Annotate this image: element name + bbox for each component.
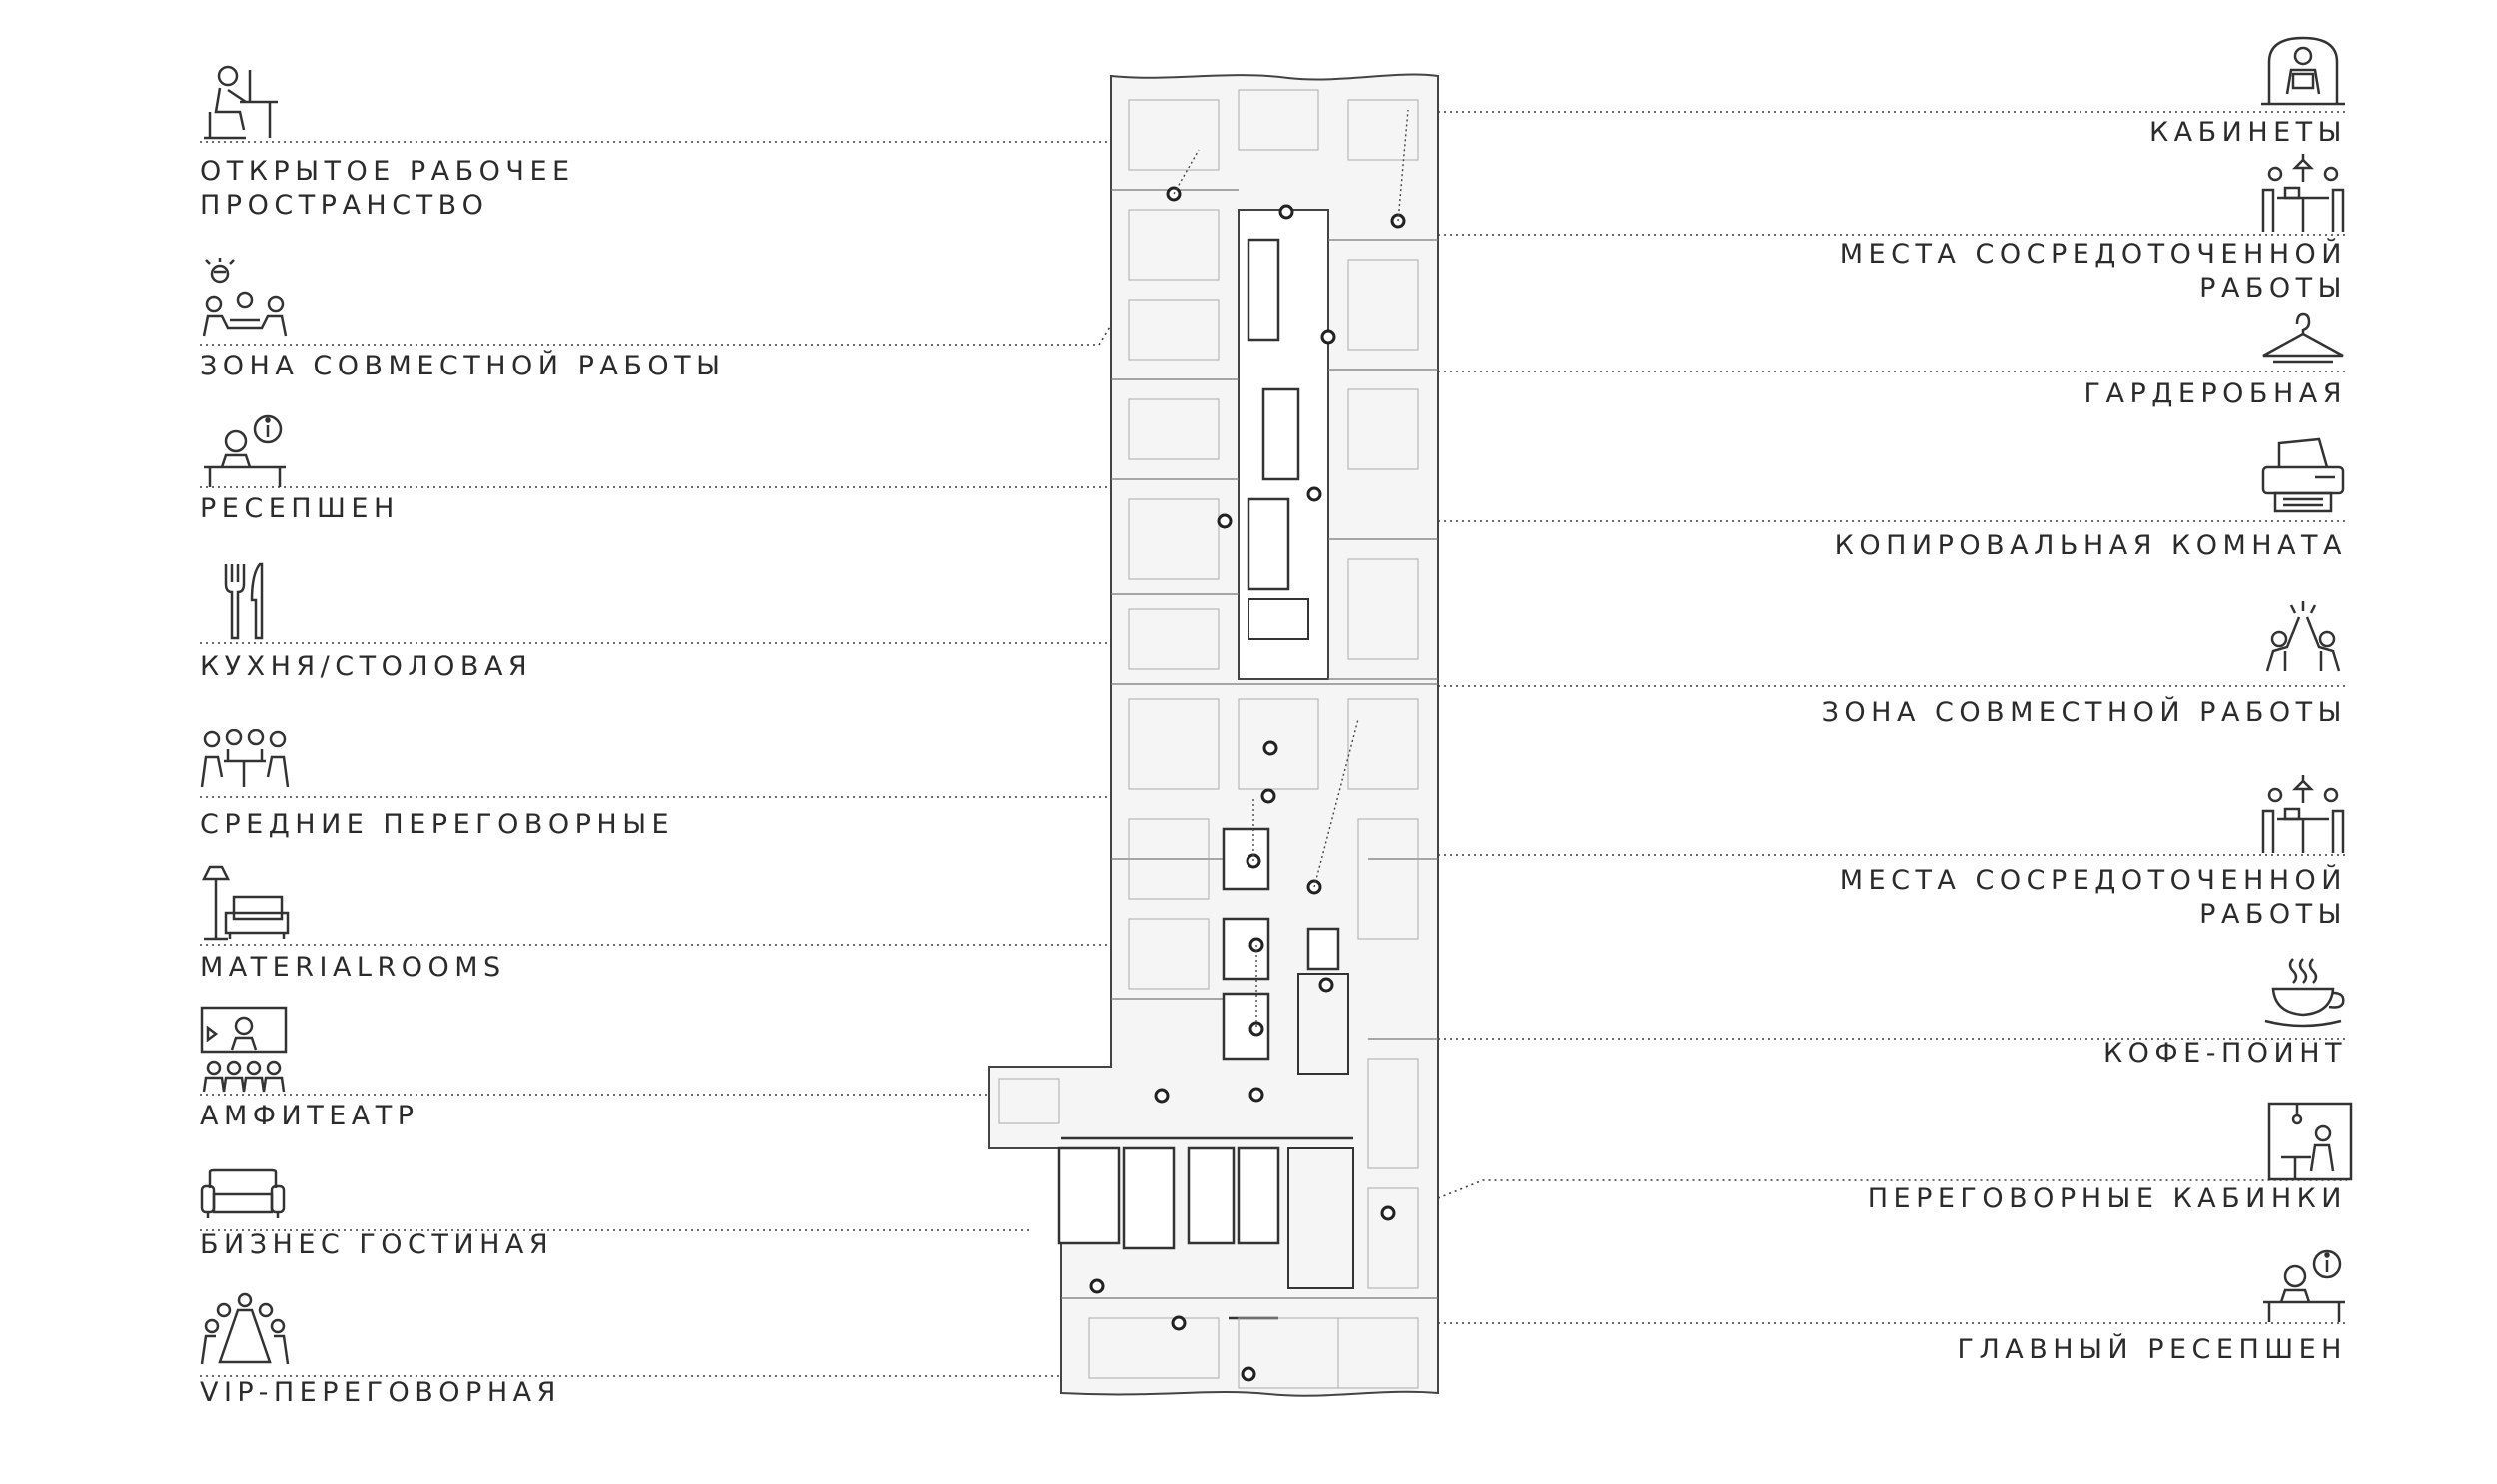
focus-table-icon xyxy=(2259,773,2347,855)
label-copy-room: КОПИРОВАЛЬНАЯ КОМНАТА xyxy=(1834,530,2347,561)
team-idea-icon xyxy=(200,258,290,338)
label-business-lounge: БИЗНЕС ГОСТИНАЯ xyxy=(200,1229,554,1260)
label-vip-meeting: VIP-ПЕРЕГОВОРНАЯ xyxy=(200,1377,561,1408)
label-focus-work-2: МЕСТА СОСРЕДОТОЧЕННОЙ РАБОТЫ xyxy=(1839,865,2347,930)
label-material-rooms: MATERIALROOMS xyxy=(200,952,506,983)
leader-lines-right xyxy=(1437,111,2347,1324)
sofa-icon xyxy=(200,1168,286,1220)
person-at-desk-icon xyxy=(200,62,280,140)
leader-line-meeting-booths xyxy=(1437,1179,2347,1199)
plan-interior xyxy=(998,89,1438,1389)
label-coffee-point: КОФЕ-ПОИНТ xyxy=(2102,1038,2347,1069)
label-wardrobe: ГАРДЕРОБНАЯ xyxy=(2083,378,2347,409)
person-in-office-icon xyxy=(2259,34,2347,106)
label-open-workspace: ОТКРЫТОЕ РАБОЧЕЕ ПРОСТРАНСТВО xyxy=(200,156,575,221)
leader-line-collab-left xyxy=(200,324,1112,346)
label-amphitheatre: АМФИТЕАТР xyxy=(200,1101,419,1131)
high-five-icon xyxy=(2259,599,2347,673)
vip-table-icon xyxy=(200,1292,290,1366)
label-kitchen: КУХНЯ/СТОЛОВАЯ xyxy=(200,651,533,682)
phone-booth-icon xyxy=(2267,1102,2353,1181)
lamp-armchair-icon xyxy=(200,865,290,941)
label-main-reception: ГЛАВНЫЙ РЕСЕПШЕН xyxy=(1957,1334,2347,1365)
presentation-screen-icon xyxy=(200,1006,288,1094)
label-offices: КАБИНЕТЫ xyxy=(2148,117,2347,148)
meeting-table-icon xyxy=(200,729,290,789)
label-collab-zone-left: ЗОНА СОВМЕСТНОЙ РАБОТЫ xyxy=(200,351,726,381)
reception-desk-icon xyxy=(2259,1244,2349,1324)
hanger-icon xyxy=(2259,312,2347,364)
label-medium-meeting: СРЕДНИЕ ПЕРЕГОВОРНЫЕ xyxy=(200,809,675,840)
reception-desk-icon xyxy=(200,409,290,489)
label-collab-zone-right: ЗОНА СОВМЕСТНОЙ РАБОТЫ xyxy=(1821,697,2347,728)
label-meeting-booths: ПЕРЕГОВОРНЫЕ КАБИНКИ xyxy=(1867,1183,2347,1214)
leader-lines-left xyxy=(200,141,1112,1377)
label-reception: РЕСЕПШЕН xyxy=(200,493,400,524)
coffee-cup-icon xyxy=(2259,957,2347,1029)
label-focus-work-1: МЕСТА СОСРЕДОТОЧЕННОЙ РАБОТЫ xyxy=(1839,239,2347,304)
focus-table-icon xyxy=(2259,152,2347,234)
fork-knife-icon xyxy=(220,562,270,640)
printer-icon xyxy=(2259,437,2347,515)
